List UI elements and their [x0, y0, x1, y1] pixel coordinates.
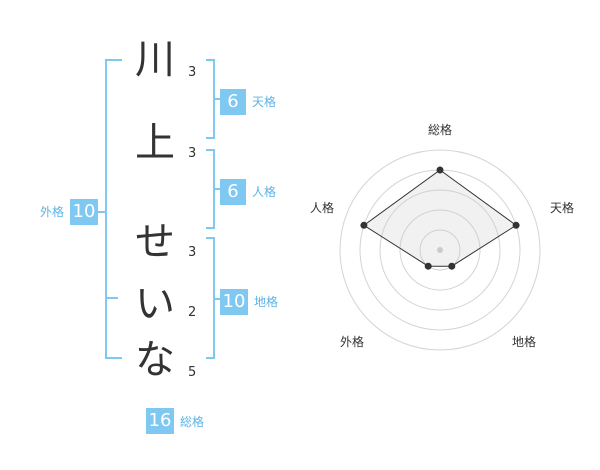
radar-point-chikaku	[448, 262, 456, 270]
stroke-count-2: 3	[188, 146, 197, 161]
radar-label-jinkaku: 人格	[310, 201, 335, 215]
radar-point-jinkaku	[360, 221, 368, 229]
radar-center-dot	[437, 247, 443, 253]
radar-label-soukaku: 総格	[428, 123, 453, 137]
stroke-count-3: 3	[188, 245, 197, 260]
name-char-2: 上	[135, 120, 175, 166]
soukaku-value: 16	[146, 408, 174, 434]
radar-polygon	[363, 169, 517, 267]
name-char-1: 川	[135, 37, 175, 83]
chikaku-value: 10	[220, 289, 248, 315]
tenkaku-value: 6	[220, 89, 246, 115]
gaikaku-bracket	[105, 59, 122, 359]
radar-label-tenkaku: 天格	[550, 201, 575, 215]
name-char-5: な	[135, 337, 175, 383]
radar-label-chikaku: 地格	[512, 335, 537, 349]
gaikaku-value: 10	[70, 199, 98, 225]
radar-point-soukaku	[436, 166, 444, 174]
soukaku-label: 総格	[180, 415, 205, 429]
jinkaku-label: 人格	[252, 185, 277, 199]
chikaku-label: 地格	[254, 295, 279, 309]
tenkaku-label: 天格	[252, 95, 277, 109]
gaikaku-label: 外格	[40, 205, 65, 219]
name-char-3: せ	[135, 219, 175, 265]
stroke-count-4: 2	[188, 305, 197, 320]
jinkaku-value: 6	[220, 179, 246, 205]
name-char-4: い	[135, 281, 175, 327]
stroke-count-5: 5	[188, 365, 197, 380]
stroke-count-1: 3	[188, 65, 197, 80]
radar-point-gaikaku	[424, 262, 432, 270]
radar-label-gaikaku: 外格	[340, 335, 365, 349]
radar-point-tenkaku	[512, 221, 520, 229]
